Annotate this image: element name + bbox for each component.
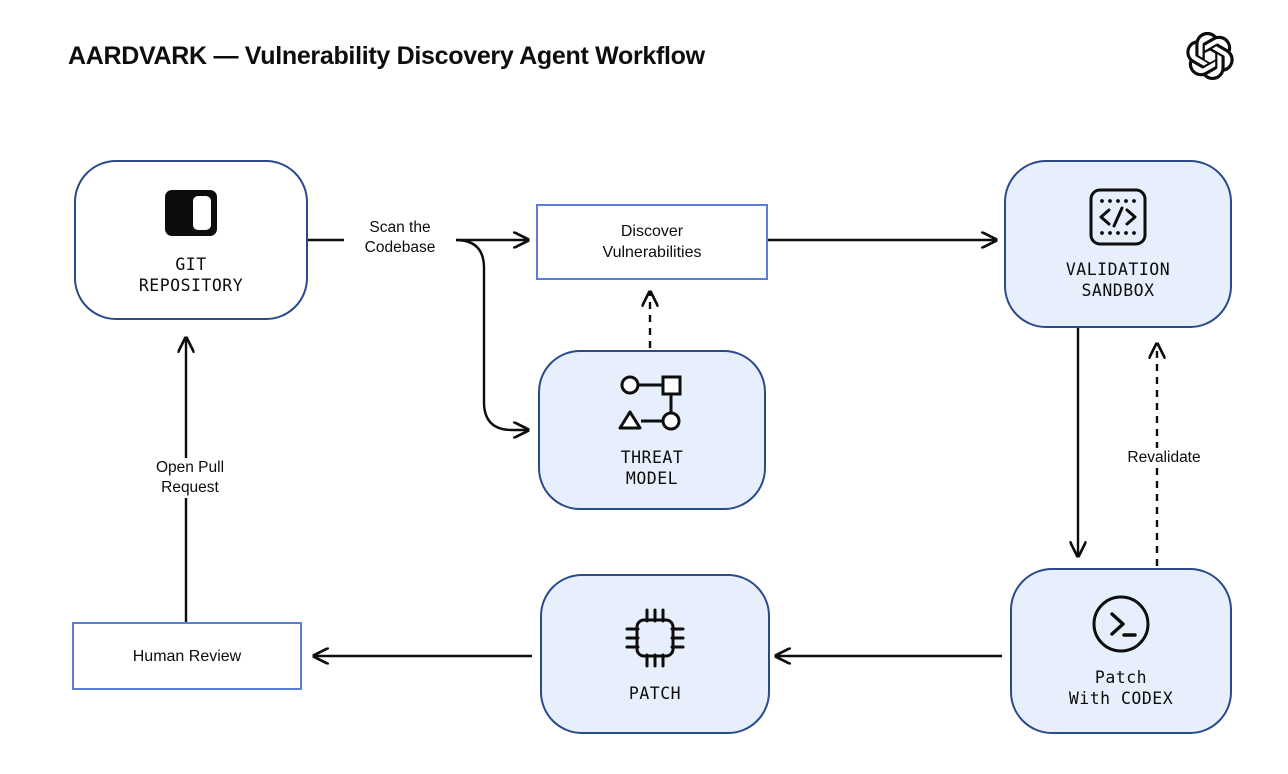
threat-graph-icon bbox=[612, 371, 692, 435]
node-label-patch: PATCH bbox=[628, 683, 682, 703]
node-patch[interactable]: PATCH bbox=[540, 574, 770, 734]
node-human-review[interactable]: Human Review bbox=[72, 622, 302, 690]
node-label-discover-vulnerabilities: Discover Vulnerabilities bbox=[602, 223, 702, 261]
node-discover-vulnerabilities[interactable]: Discover Vulnerabilities bbox=[536, 204, 768, 280]
codex-terminal-icon bbox=[1090, 593, 1152, 655]
chip-icon bbox=[620, 605, 690, 671]
node-git-repository[interactable]: GIT REPOSITORY bbox=[74, 160, 308, 320]
page-title: AARDVARK — Vulnerability Discovery Agent… bbox=[68, 42, 705, 70]
node-label-human-review: Human Review bbox=[132, 647, 242, 665]
node-label-validation-sandbox: VALIDATION SANDBOX bbox=[1065, 260, 1171, 300]
node-label-git-repository: GIT REPOSITORY bbox=[138, 255, 244, 295]
edge-scan-branch-bottom bbox=[455, 238, 528, 430]
edge-label-revalidate: Revalidate bbox=[1104, 448, 1224, 468]
node-label-patch-with-codex: Patch With CODEX bbox=[1068, 668, 1174, 708]
repository-icon bbox=[162, 184, 220, 242]
node-patch-with-codex[interactable]: Patch With CODEX bbox=[1010, 568, 1232, 734]
edge-label-scan-the-codebase: Scan the Codebase bbox=[344, 218, 456, 258]
node-threat-model[interactable]: THREAT MODEL bbox=[538, 350, 766, 510]
node-validation-sandbox[interactable]: VALIDATION SANDBOX bbox=[1004, 160, 1232, 328]
openai-logo bbox=[1186, 31, 1234, 81]
edge-label-open-pull-request: Open Pull Request bbox=[130, 458, 250, 498]
node-label-threat-model: THREAT MODEL bbox=[620, 448, 684, 488]
code-sandbox-icon bbox=[1087, 187, 1149, 247]
